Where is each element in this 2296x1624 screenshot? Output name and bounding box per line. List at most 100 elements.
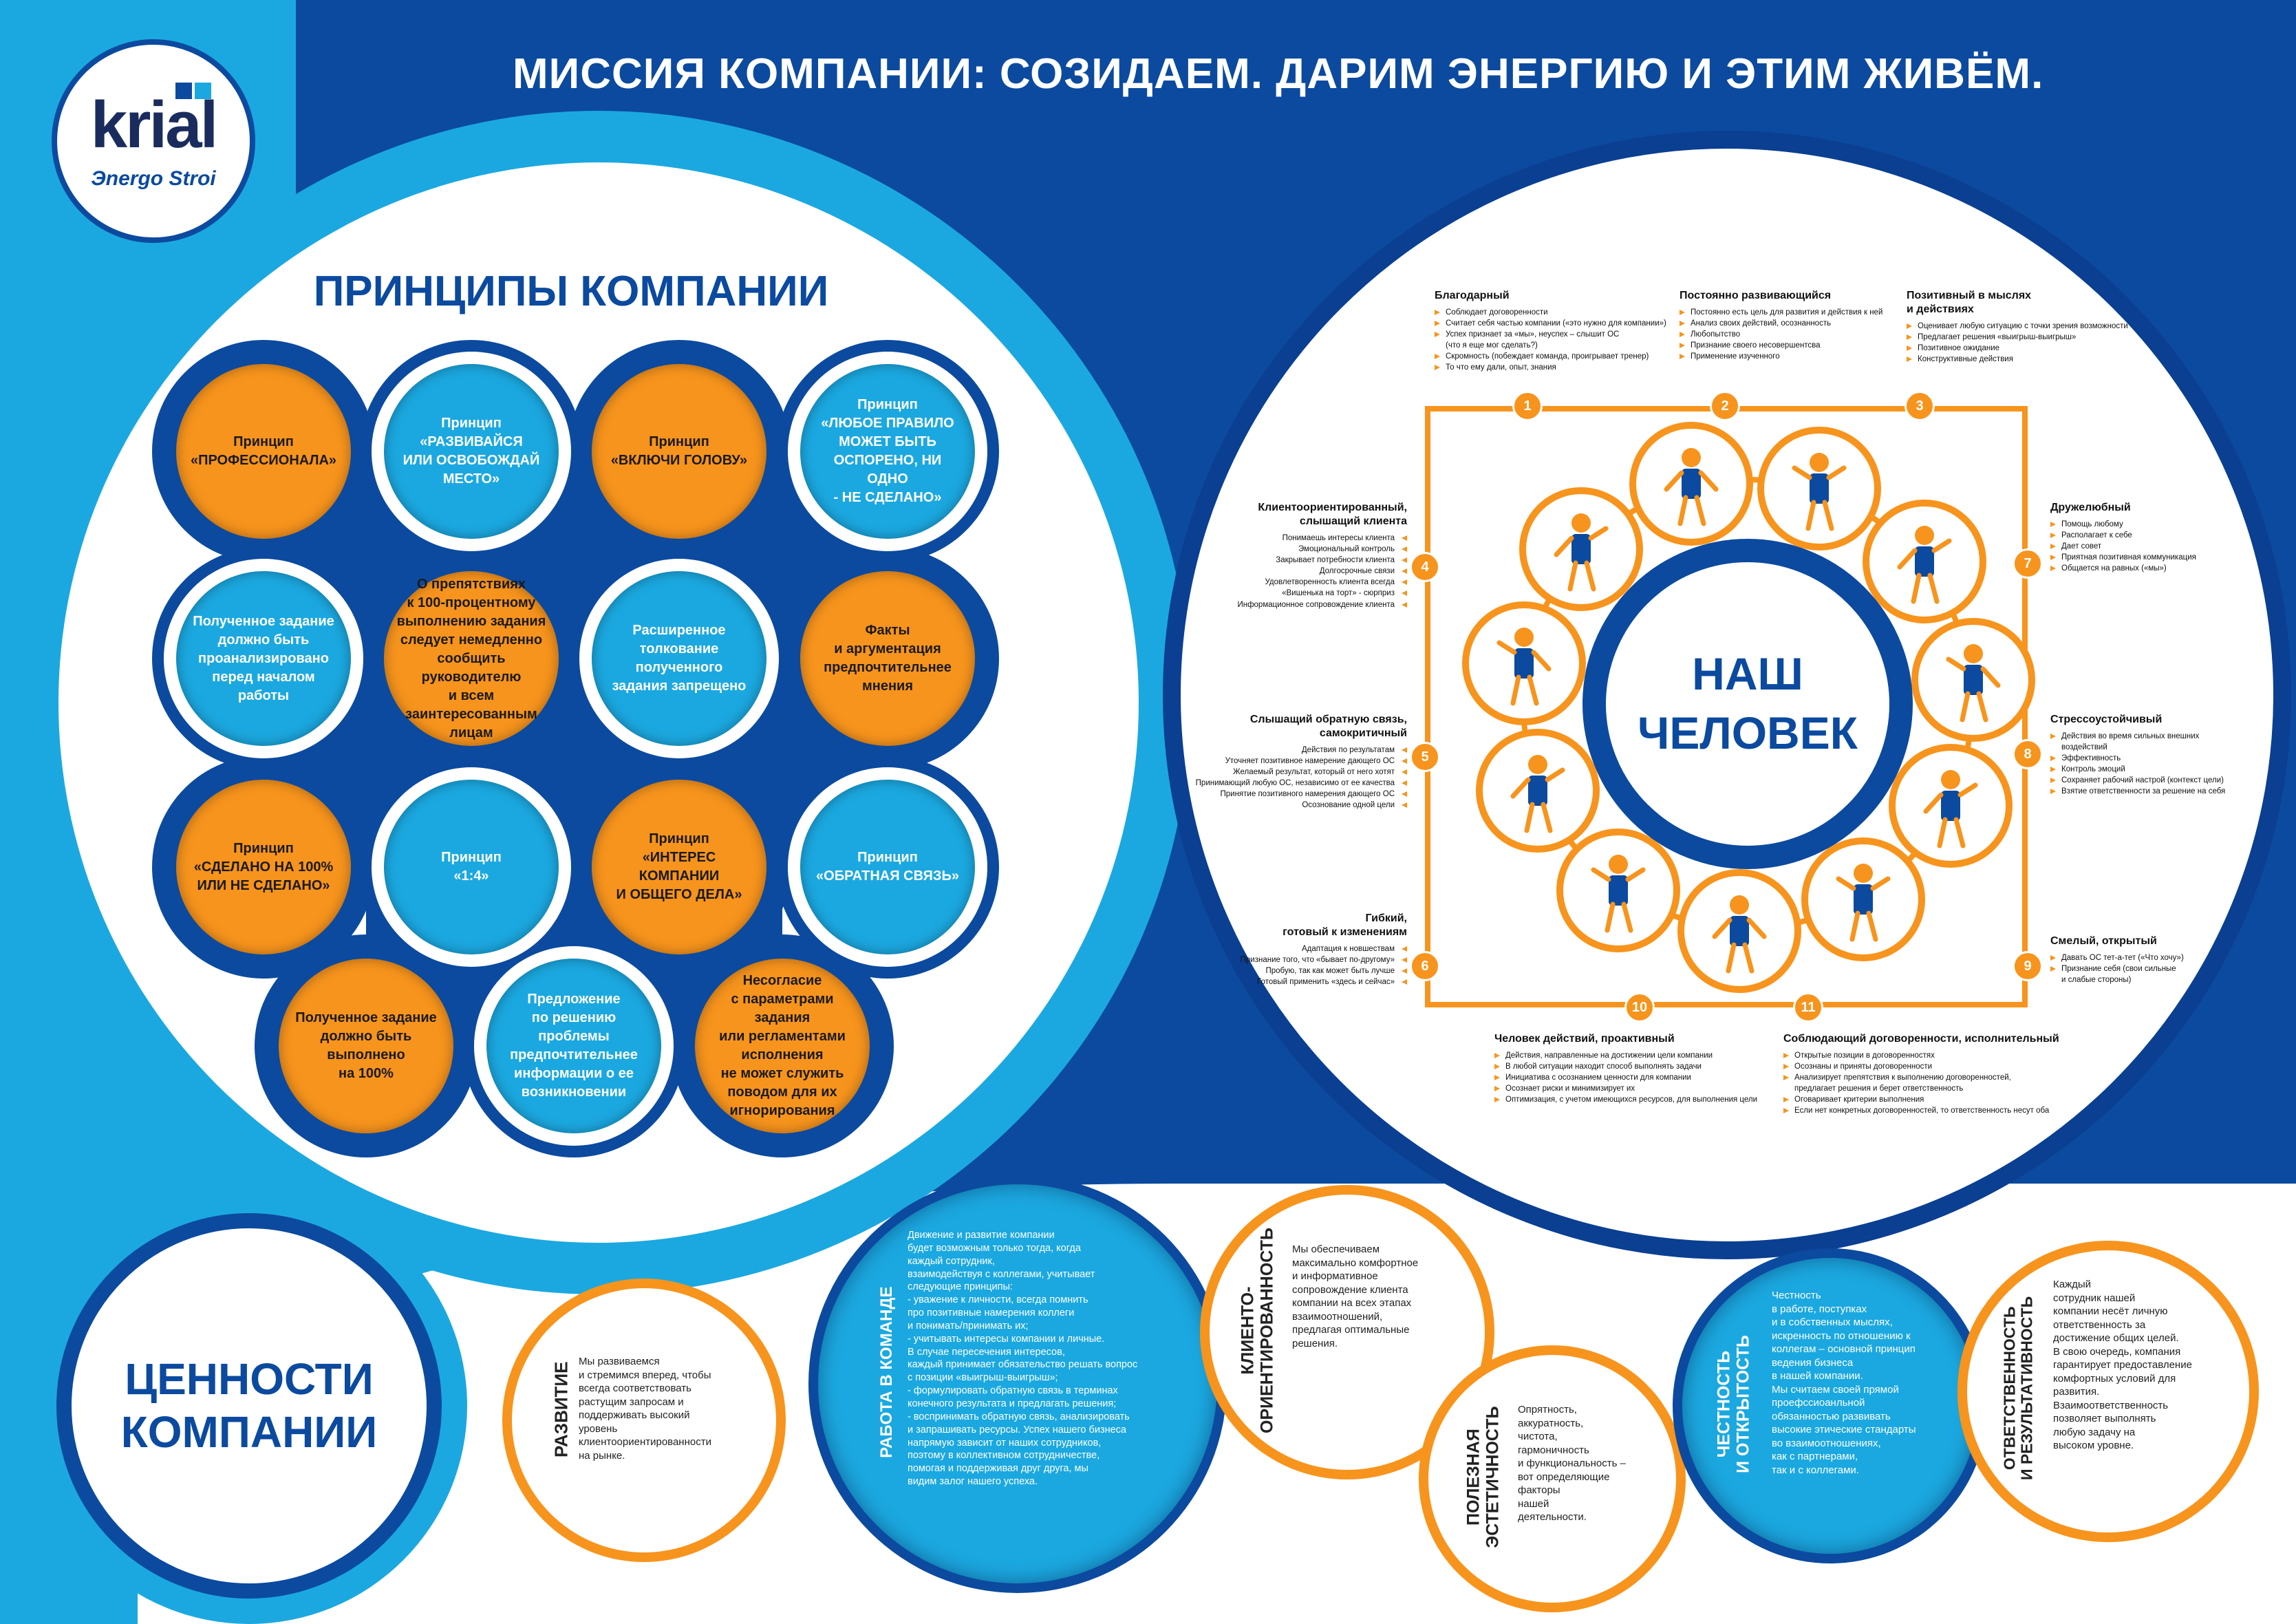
trait-item: Долгосрочные связи xyxy=(1170,566,1407,577)
principle-card: Принцип «ОБРАТНАЯ СВЯЗЬ» xyxy=(800,780,975,954)
trait-item: Оценивает любую ситуацию с точки зрения … xyxy=(1907,321,2134,332)
person-figure-icon xyxy=(1801,837,1926,961)
trait-title: Слышащий обратную связь, самокритичный xyxy=(1249,714,1407,739)
principle-card: Факты и аргументация предпочтительнее мн… xyxy=(800,571,975,746)
trait-item: Позитивное ожидание xyxy=(1907,343,2134,354)
principle-card: Принцип «ПРОФЕССИОНАЛА» xyxy=(176,364,351,539)
value-text: Мы обеспечиваем максимально комфортное и… xyxy=(1292,1243,1419,1349)
trait-item: В любой ситуации находит способ выполнят… xyxy=(1494,1061,1783,1072)
trait-item: Применение изученного xyxy=(1680,351,1903,362)
value-label: ОТВЕТСТВЕННОСТЬ И РЕЗУЛЬТАТИВНОСТЬ xyxy=(2000,1296,2036,1480)
trait-item: То что ему дали, опыт, знания xyxy=(1435,362,1678,373)
logo: krial Эnergo Stroi xyxy=(52,39,255,243)
trait-number-badge: 7 xyxy=(2013,548,2043,579)
logo-square-icon xyxy=(195,83,211,99)
principle-card: Принцип «РАЗВИВАЙСЯ ИЛИ ОСВОБОЖДАЙ МЕСТО… xyxy=(384,364,559,539)
value-text: Каждый сотрудник нашей компании несёт ли… xyxy=(2053,1279,2192,1451)
trait-item: Понимаешь интересы клиента xyxy=(1170,533,1407,544)
trait-item: Признание своего несовершентсва xyxy=(1680,340,1903,351)
trait-item: Признание себя (свои сильные и слабые ст… xyxy=(2050,963,2229,985)
value-circle: ОТВЕТСТВЕННОСТЬ И РЕЗУЛЬТАТИВНОСТЬ Каждый… xyxy=(1967,1250,2249,1532)
value-circle: ПОЛЕЗНАЯ ЭСТЕТИЧНОСТЬ Опрятность, аккурат… xyxy=(1428,1355,1676,1603)
trait-item: Скромность (побеждает команда, проигрыва… xyxy=(1435,351,1678,362)
trait-item: Соблюдает договоренности xyxy=(1435,307,1678,318)
value-text: Движение и развитие компании будет возмо… xyxy=(908,1230,1138,1488)
trait-item: Действия во время сильных внешних воздей… xyxy=(2050,731,2243,753)
trait-title: Дружелюбный xyxy=(2050,502,2131,513)
trait-item: Признание того, что «бывает по-другому» xyxy=(1170,954,1407,965)
trait-number-badge: 10 xyxy=(1624,992,1655,1023)
trait-item: Помощь любому xyxy=(2050,519,2243,530)
value-text: Опрятность, аккуратность, чистота, гармо… xyxy=(1518,1404,1626,1523)
trait-item: Закрывает потребности клиента xyxy=(1170,555,1407,566)
trait-item: Если нет конкретных договоренностей, то … xyxy=(1783,1105,2079,1116)
principle-text: Полученное задание должно быть проанализ… xyxy=(193,613,334,703)
person-figure-icon xyxy=(1889,743,2013,868)
trait-title: Постоянно развивающийся xyxy=(1680,290,1832,301)
principle-text: Принцип «ПРОФЕССИОНАЛА» xyxy=(190,434,337,468)
trait-item: Взятие ответственности за решение на себ… xyxy=(2050,786,2243,797)
trait-number-badge: 4 xyxy=(1410,552,1440,582)
trait-title: Стрессоустойчивый xyxy=(2050,714,2163,725)
trait-item: Контроль эмоций xyxy=(2050,764,2243,775)
value-text: Мы развиваемся и стремимся вперед, чтобы… xyxy=(579,1356,711,1462)
trait-item: Осознаны и приняты договоренности xyxy=(1783,1061,2079,1072)
trait-item: Действия, направленные на достижении цел… xyxy=(1494,1050,1783,1061)
principle-text: Полученное задание должно быть выполнено… xyxy=(295,1010,437,1081)
principle-card: О препятствиях к 100-процентному выполне… xyxy=(384,571,559,746)
principle-text: Расширенное толкование полученного задан… xyxy=(612,623,747,694)
trait-number-badge: 8 xyxy=(2013,739,2043,769)
person-figure-icon xyxy=(1519,487,1644,612)
trait-number-badge: 11 xyxy=(1793,992,1823,1023)
trait-item: Открытые позиции в договоренностях xyxy=(1783,1050,2079,1061)
trait-number-badge: 1 xyxy=(1512,391,1543,421)
value-label: ПОЛЕЗНАЯ ЭСТЕТИЧНОСТЬ xyxy=(1463,1406,1503,1548)
trait-title: Благодарный xyxy=(1435,290,1510,301)
person-figure-icon xyxy=(1757,426,1882,551)
trait-title: Позитивный в мыслях и действиях xyxy=(1907,290,2032,315)
principle-text: Несогласие с параметрами задания или рег… xyxy=(719,973,846,1118)
principle-text: Принцип «1:4» xyxy=(441,850,502,884)
trait-item: Сохраняет рабочий настрой (контекст цели… xyxy=(2050,775,2243,786)
person-figure-icon xyxy=(1911,617,2036,742)
principle-text: Принцип «СДЕЛАНО НА 100% ИЛИ НЕ СДЕЛАНО» xyxy=(193,840,334,893)
person-figure-icon xyxy=(1677,868,1802,993)
value-label: РАБОТА В КОМАНДЕ xyxy=(877,1286,896,1458)
principle-card: Предложение по решению проблемы предпочт… xyxy=(486,959,661,1133)
logo-square-icon xyxy=(175,83,192,99)
trait-title: Человек действий, проактивный xyxy=(1494,1033,1675,1045)
trait-item: Эффективность xyxy=(2050,753,2243,764)
trait-item: Эмоциональный контроль xyxy=(1170,544,1407,555)
trait-item: Давать ОС тет-а-тет («Что хочу») xyxy=(2050,952,2229,963)
trait-block: Соблюдающий договоренности, исполнительн… xyxy=(1783,1032,2079,1117)
trait-item: Предлагает решения «выигрыш-выигрыш» xyxy=(1907,332,2134,343)
person-figure-icon xyxy=(1556,829,1680,953)
trait-item: Приятная позитивная коммуникация xyxy=(2050,552,2243,563)
principle-card: Полученное задание должно быть проанализ… xyxy=(176,571,351,746)
trait-item: Желаемый результат, который от него хотя… xyxy=(1170,767,1407,778)
trait-item: Постоянно есть цель для развития и дейст… xyxy=(1680,307,1903,318)
value-circle: РАБОТА В КОМАНДЕ Движение и развитие комп… xyxy=(818,1184,1217,1583)
trait-block: Клиентоориентированный, слышащий клиента… xyxy=(1170,501,1407,610)
trait-item: Информационное сопровождение клиента xyxy=(1170,599,1407,610)
values-title: ЦЕННОСТИ КОМПАНИИ xyxy=(56,1213,442,1599)
trait-number-badge: 9 xyxy=(2013,951,2043,981)
value-label: РАЗВИТИЕ xyxy=(550,1361,572,1458)
principle-text: Предложение по решению проблемы предпочт… xyxy=(510,992,638,1100)
trait-number-badge: 6 xyxy=(1410,951,1440,981)
value-label: ЧЕСТНОСТЬ И ОТКРЫТОСТЬ xyxy=(1714,1335,1753,1473)
trait-item: Осознает риски и минимизирует их xyxy=(1494,1083,1783,1094)
trait-item: Успех признает за «мы», неуспех – слышит… xyxy=(1435,329,1678,351)
principle-card: Полученное задание должно быть выполнено… xyxy=(279,959,453,1133)
principle-card: Принцип «ИНТЕРЕС КОМПАНИИ И ОБЩЕГО ДЕЛА» xyxy=(592,780,766,954)
trait-item: Удовлетворенность клиента всегда xyxy=(1170,577,1407,588)
